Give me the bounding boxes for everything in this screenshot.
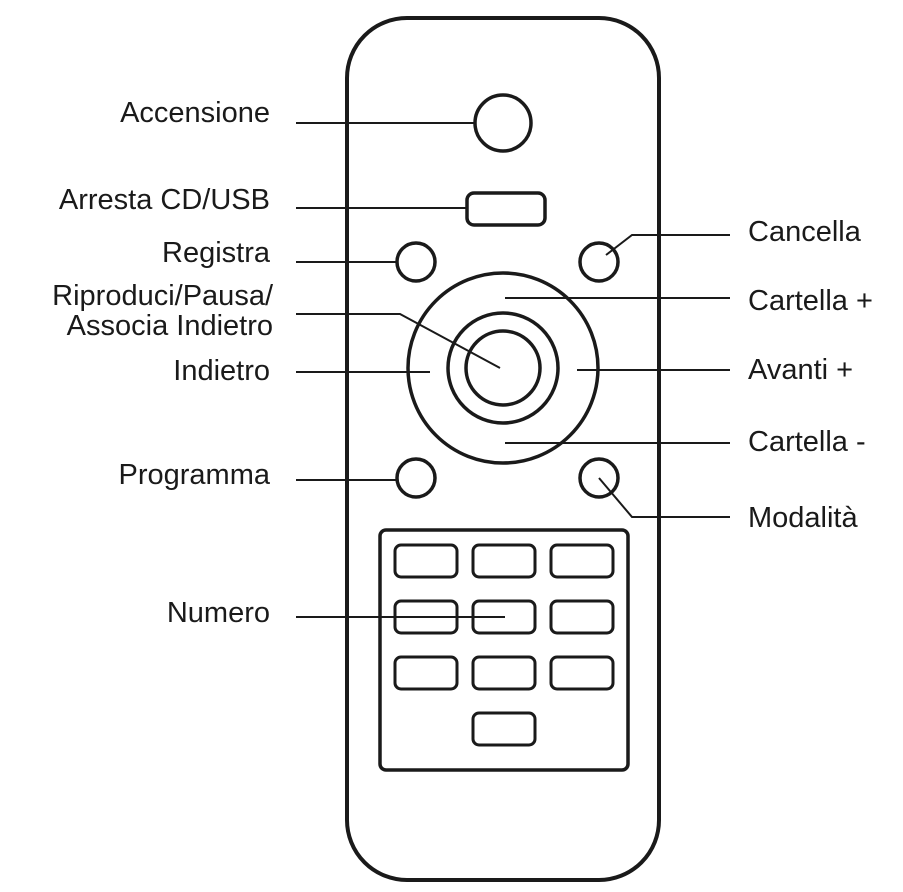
label-programma: Programma (118, 459, 271, 491)
number-key (471, 711, 537, 747)
label-arresta: Arresta CD/USB (58, 184, 270, 216)
number-key (393, 543, 459, 579)
label-accensione: Accensione (120, 97, 270, 129)
label-avanti-plus: Avanti + (748, 354, 854, 386)
program-button (395, 457, 437, 499)
label-cancella: Cancella (748, 216, 861, 248)
number-key (393, 655, 459, 691)
delete-button (578, 241, 620, 283)
number-key (549, 599, 615, 635)
leader-riproduci (296, 313, 501, 369)
label-riproduci-line1: Riproduci/Pausa/ (52, 280, 273, 312)
number-key (471, 655, 537, 691)
label-cartella-plus: Cartella + (748, 285, 873, 317)
label-modalita: Modalità (748, 502, 858, 534)
label-cartella-minus: Cartella - (748, 426, 866, 458)
power-button (473, 93, 533, 153)
label-registra: Registra (162, 237, 270, 269)
label-riproduci: Riproduci/Pausa/ Associa Indietro (52, 281, 273, 341)
leader-modalita (598, 477, 730, 518)
label-riproduci-line2: Associa Indietro (66, 310, 273, 342)
record-button (395, 241, 437, 283)
stop-button (465, 191, 547, 227)
label-indietro: Indietro (173, 355, 270, 387)
number-key (549, 655, 615, 691)
number-key (549, 543, 615, 579)
play-pause-button (464, 329, 542, 407)
label-numero: Numero (166, 597, 270, 629)
leader-cancella (605, 234, 730, 256)
keypad-panel (378, 528, 630, 772)
number-key (471, 543, 537, 579)
